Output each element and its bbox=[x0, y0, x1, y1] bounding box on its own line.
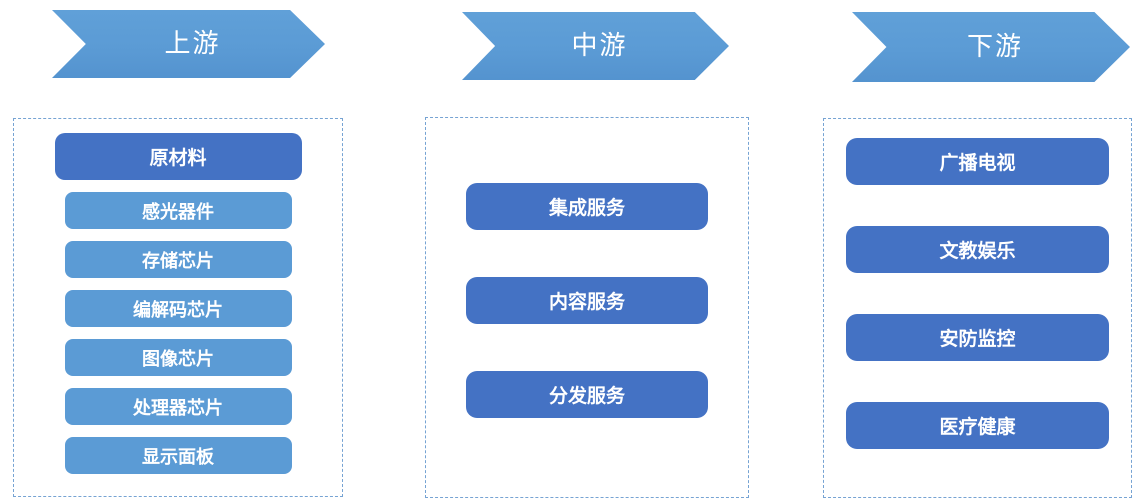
header-label-upstream: 上游 bbox=[164, 29, 221, 59]
node-content-services: 内容服务 bbox=[466, 277, 708, 324]
node-photosensitive-devices: 感光器件 bbox=[64, 192, 292, 229]
node-memory-chips: 存储芯片 bbox=[64, 241, 292, 278]
node-processor-chips: 处理器芯片 bbox=[64, 388, 292, 425]
node-display-panels: 显示面板 bbox=[64, 437, 292, 474]
panel-downstream: 广播电视 文教娱乐 安防监控 医疗健康 bbox=[823, 118, 1132, 498]
node-codec-chips: 编解码芯片 bbox=[64, 290, 292, 327]
node-distribution-services: 分发服务 bbox=[466, 371, 708, 418]
node-broadcast-tv: 广播电视 bbox=[846, 138, 1109, 185]
node-security-monitoring: 安防监控 bbox=[846, 314, 1109, 361]
header-label-downstream: 下游 bbox=[966, 32, 1023, 62]
header-label-midstream: 中游 bbox=[571, 31, 628, 61]
header-arrow-downstream: 下游 bbox=[852, 12, 1130, 82]
node-medical-health: 医疗健康 bbox=[846, 402, 1109, 449]
panel-midstream: 集成服务 内容服务 分发服务 bbox=[425, 117, 749, 498]
node-image-chips: 图像芯片 bbox=[64, 339, 292, 376]
panel-upstream: 原材料 感光器件 存储芯片 编解码芯片 图像芯片 处理器芯片 显示面板 bbox=[13, 118, 343, 497]
node-raw-materials: 原材料 bbox=[54, 133, 302, 180]
header-arrow-midstream: 中游 bbox=[462, 12, 729, 80]
node-culture-entertainment: 文教娱乐 bbox=[846, 226, 1109, 273]
header-arrow-upstream: 上游 bbox=[52, 10, 325, 78]
node-integration-services: 集成服务 bbox=[466, 183, 708, 230]
